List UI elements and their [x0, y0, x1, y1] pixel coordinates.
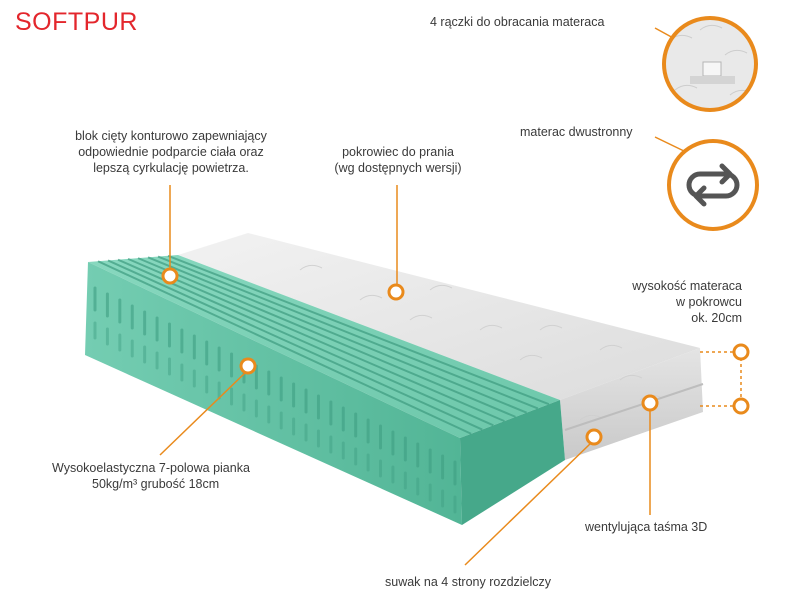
label-foam: Wysokoelastyczna 7-polowa pianka 50kg/m³… [52, 461, 250, 491]
label-height: wysokość materaca w pokrowcu ok. 20cm [632, 279, 742, 325]
reversible-arrows-icon [667, 139, 759, 231]
foam-block [85, 254, 565, 525]
label-block-cut: blok cięty konturowo zapewniający odpowi… [75, 129, 267, 175]
brand-logo: SOFTPUR [15, 8, 138, 36]
label-tape: wentylująca taśma 3D [585, 520, 708, 534]
label-two-sided: materac dwustronny [520, 125, 633, 139]
label-handles: 4 rączki do obracania materaca [430, 15, 605, 29]
label-cover: pokrowiec do prania (wg dostępnych wersj… [334, 145, 462, 175]
label-zipper: suwak na 4 strony rozdzielczy [385, 575, 552, 589]
callout-lines [159, 27, 742, 566]
callout-dots [161, 267, 750, 446]
mattress-handle-closeup-icon [662, 16, 758, 112]
